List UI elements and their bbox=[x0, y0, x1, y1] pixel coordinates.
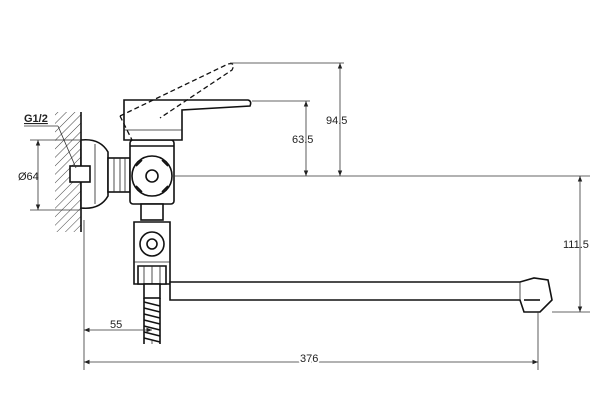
label-55: 55 bbox=[110, 319, 122, 331]
mixer-body bbox=[129, 139, 175, 205]
lever-handle-raised bbox=[119, 62, 234, 141]
shower-hose bbox=[143, 283, 161, 344]
eccentric-connector bbox=[107, 157, 131, 193]
diverter bbox=[133, 203, 171, 285]
dimension-labels: G1/2 Ø64 94.5 63.5 111.5 55 376 bbox=[18, 113, 589, 367]
spout bbox=[169, 277, 553, 313]
label-94-5: 94.5 bbox=[326, 115, 347, 127]
dimension-lines bbox=[24, 62, 590, 370]
label-thread: G1/2 bbox=[24, 113, 48, 125]
lever-handle bbox=[123, 99, 252, 141]
wall-flange bbox=[69, 138, 109, 210]
label-111-5: 111.5 bbox=[563, 239, 589, 251]
label-63-5: 63.5 bbox=[292, 134, 313, 146]
label-diameter: Ø64 bbox=[18, 171, 39, 183]
label-376: 376 bbox=[300, 353, 318, 365]
